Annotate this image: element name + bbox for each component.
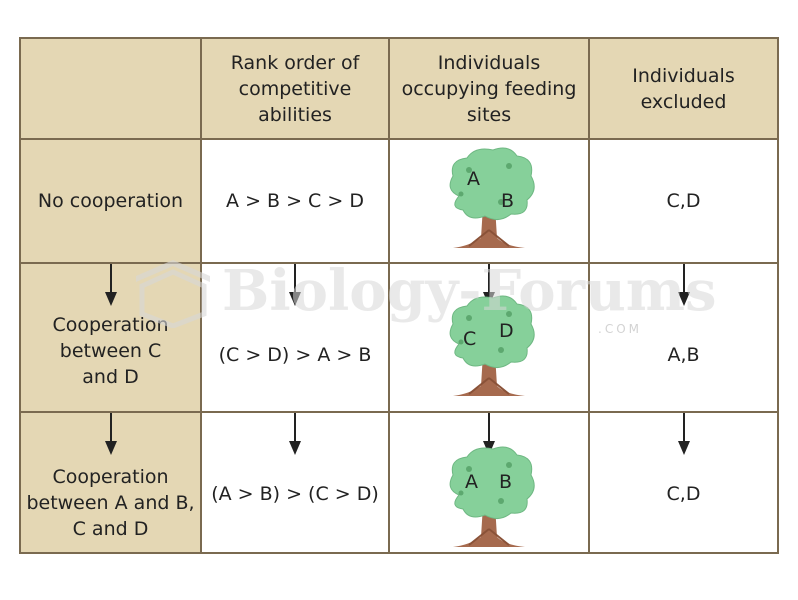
row-label-cooperation-ab-cd: Cooperation between A and B, C and D: [21, 413, 202, 552]
rank-cell: (A > B) > (C > D): [202, 413, 390, 552]
tree-icon: C D: [439, 294, 539, 398]
excluded-text: C,D: [666, 482, 701, 505]
excluded-cell: C,D: [590, 413, 777, 552]
header-empty-cell: [21, 39, 202, 140]
tree-label-left: A: [467, 168, 480, 190]
excluded-text: A,B: [667, 343, 700, 366]
row-label-no-cooperation: No cooperation: [21, 140, 202, 264]
row-label-text: Cooperation between C and D: [52, 313, 169, 388]
rank-cell: A > B > C > D: [202, 140, 390, 264]
tree-label-left: C: [463, 328, 477, 350]
rank-text: (C > D) > A > B: [218, 343, 372, 366]
header-excluded: Individuals excluded: [590, 39, 777, 140]
down-arrow-icon: [288, 264, 302, 308]
excluded-text: C,D: [666, 190, 701, 212]
tree-icon: A B: [439, 445, 539, 549]
tree-label-right: D: [499, 320, 514, 342]
down-arrow-icon: [104, 264, 118, 308]
tree-cell: A B: [390, 140, 590, 264]
down-arrow-icon: [677, 264, 691, 308]
header-rank-order: Rank order of competitive abilities: [202, 39, 390, 140]
tree-cell: A B: [390, 413, 590, 552]
rank-text: A > B > C > D: [226, 190, 364, 212]
rank-cell: (C > D) > A > B: [202, 264, 390, 413]
down-arrow-icon: [104, 413, 118, 457]
tree-label-right: B: [501, 190, 515, 212]
tree-label-right: B: [499, 471, 513, 493]
tree-icon: A B: [439, 146, 539, 250]
row-label-cooperation-cd: Cooperation between C and D: [21, 264, 202, 413]
row-label-text: Cooperation between A and B, C and D: [26, 465, 195, 540]
excluded-cell: C,D: [590, 140, 777, 264]
down-arrow-icon: [677, 413, 691, 457]
excluded-cell: A,B: [590, 264, 777, 413]
tree-label-left: A: [465, 471, 478, 493]
header-occupying: Individuals occupying feeding sites: [390, 39, 590, 140]
tree-cell: C D: [390, 264, 590, 413]
down-arrow-icon: [288, 413, 302, 457]
row-label-text: No cooperation: [37, 190, 184, 212]
rank-text: (A > B) > (C > D): [211, 482, 379, 505]
competition-table: Rank order of competitive abilities Indi…: [19, 37, 779, 554]
